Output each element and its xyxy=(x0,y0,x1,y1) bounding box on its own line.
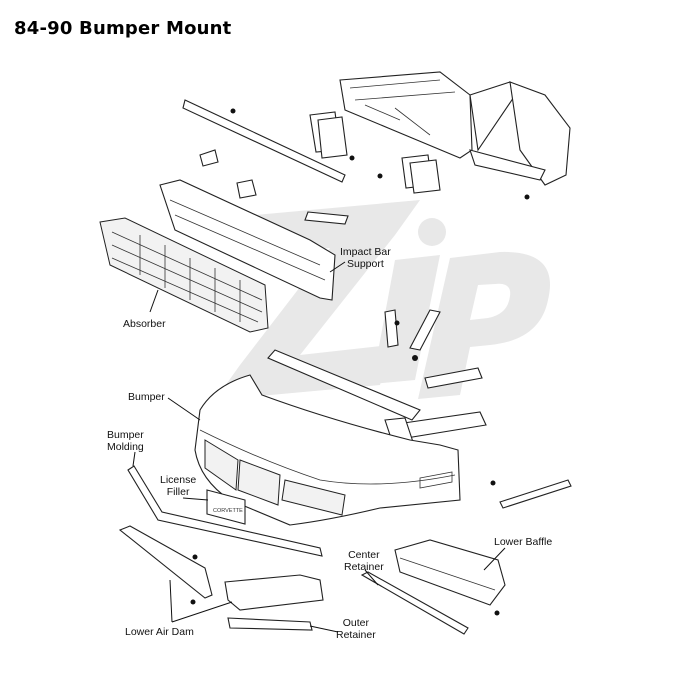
lower-baffle xyxy=(394,479,572,616)
label-lower-air-dam: Lower Air Dam xyxy=(125,626,194,638)
bumper-leader xyxy=(167,397,201,421)
license-filler-leader xyxy=(182,497,209,501)
label-impact-bar-support: Impact Bar Support xyxy=(340,246,391,270)
impact-bar-support xyxy=(159,179,336,301)
center-retainer-leader xyxy=(364,569,379,586)
mounting-brackets xyxy=(182,99,441,225)
absorber-leader xyxy=(149,289,159,313)
label-absorber: Absorber xyxy=(123,318,166,330)
label-center-retainer: Center Retainer xyxy=(344,549,384,573)
license-filler-plate: CORVETTE xyxy=(206,489,246,525)
lower-air-dam-leader xyxy=(169,579,233,623)
lower-baffle-leader xyxy=(483,547,506,571)
lower-air-dam xyxy=(118,525,324,611)
label-bumper: Bumper xyxy=(128,391,165,403)
label-lower-baffle: Lower Baffle xyxy=(494,536,553,548)
center-retainer xyxy=(360,571,469,635)
side-brackets xyxy=(384,309,483,389)
label-bumper-molding: Bumper Molding xyxy=(107,429,144,453)
label-outer-retainer: Outer Retainer xyxy=(336,617,376,641)
label-license-filler: License Filler xyxy=(160,474,197,498)
outer-retainer-leader xyxy=(309,625,339,633)
impact-bar-support-leader xyxy=(329,261,346,273)
page-title: 84-90 Bumper Mount xyxy=(14,18,232,39)
bumper-molding xyxy=(127,465,323,557)
bumper-cover xyxy=(194,374,461,526)
frame-rail xyxy=(339,71,571,200)
license-plate-text: CORVETTE xyxy=(213,508,243,514)
absorber xyxy=(99,217,269,333)
outer-retainer xyxy=(227,617,313,631)
bumper-molding-leader xyxy=(132,451,136,467)
